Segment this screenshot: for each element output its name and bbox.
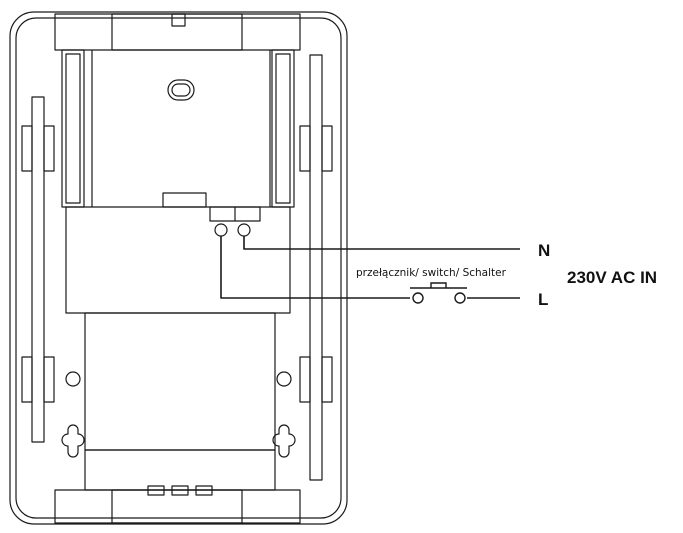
upper-panel	[91, 50, 271, 208]
supply-label: 230V AC IN	[567, 268, 657, 287]
live-wire	[220, 236, 410, 299]
terminal-block	[65, 206, 291, 314]
keyhole-slot-left	[61, 424, 85, 458]
top-mounting-tab	[54, 13, 301, 51]
lower-panel	[61, 312, 296, 491]
terminal-screw-neutral	[237, 223, 251, 237]
right-rail	[271, 49, 333, 481]
device-housing	[9, 11, 348, 525]
left-rail	[21, 49, 85, 443]
neutral-wire	[243, 236, 520, 250]
switch-label: przełącznik/ switch/ Schalter	[356, 267, 507, 279]
switch-symbol	[410, 282, 467, 304]
keyhole-slot-right	[272, 424, 296, 458]
live-label: L	[538, 290, 548, 309]
terminal-screw-live	[214, 223, 228, 237]
neutral-label: N	[538, 241, 550, 260]
